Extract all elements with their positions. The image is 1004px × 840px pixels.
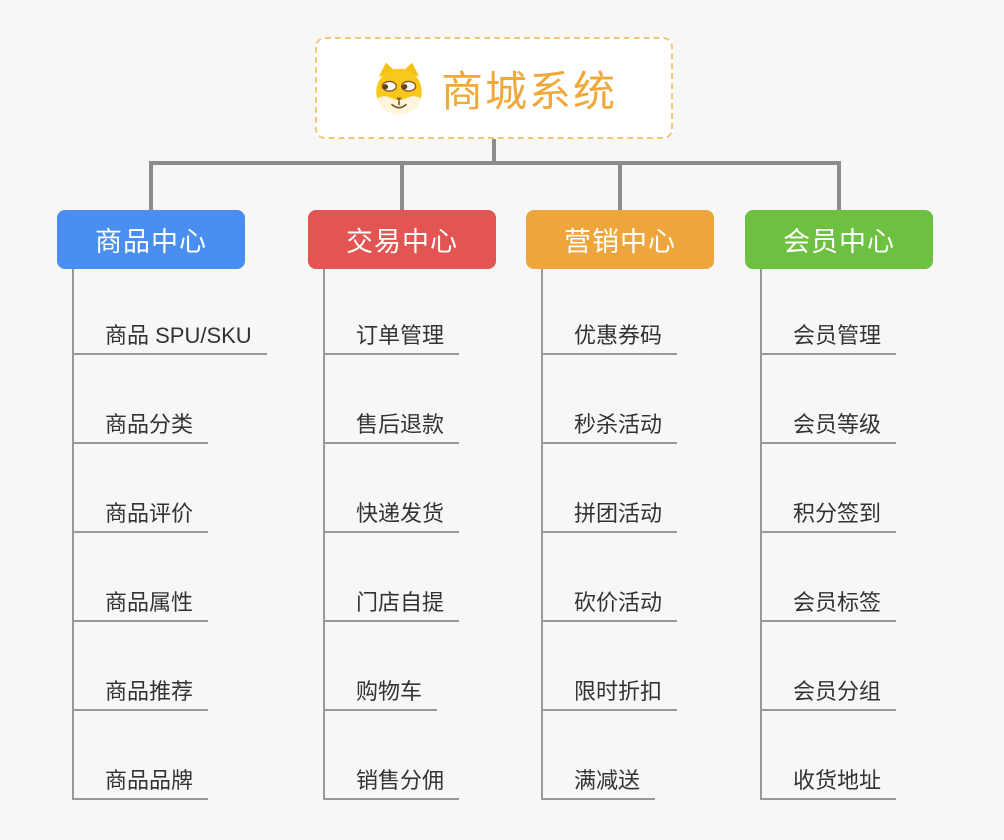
branch-node-member-center[interactable]: 会员中心 (745, 210, 933, 269)
leaf-node-order-management[interactable]: 订单管理 (323, 315, 460, 355)
branch-column-product: 商品中心 商品 SPU/SKU 商品分类 商品评价 商品属性 商品推荐 商品品牌 (57, 210, 307, 820)
root-title: 商城系统 (440, 67, 617, 115)
leaf-node-member-group[interactable]: 会员分组 (760, 671, 897, 711)
leaf-node-member-tag[interactable]: 会员标签 (760, 582, 897, 622)
leaf-node-full-reduction[interactable]: 满减送 (541, 760, 656, 800)
leaf-node-product-brand[interactable]: 商品品牌 (72, 760, 209, 800)
connector-drop-member (837, 161, 841, 210)
connector-horizontal-bar (149, 161, 841, 165)
connector-drop-marketing (618, 161, 622, 210)
leaf-node-bargain-activity[interactable]: 砍价活动 (541, 582, 678, 622)
branch-column-member: 会员中心 会员管理 会员等级 积分签到 会员标签 会员分组 收货地址 (745, 210, 995, 820)
connector-root-stub (492, 139, 496, 165)
leaf-node-shopping-cart[interactable]: 购物车 (323, 671, 438, 711)
branch-node-trade-center[interactable]: 交易中心 (308, 210, 496, 269)
branch-column-marketing: 营销中心 优惠券码 秒杀活动 拼团活动 砍价活动 限时折扣 满减送 (526, 210, 776, 820)
branch-column-trade: 交易中心 订单管理 售后退款 快递发货 门店自提 购物车 销售分佣 (308, 210, 558, 820)
branch-node-marketing-center[interactable]: 营销中心 (526, 210, 714, 269)
branch-trunk-line (323, 269, 325, 800)
connector-drop-product (149, 161, 153, 210)
leaf-node-points-checkin[interactable]: 积分签到 (760, 493, 897, 533)
leaf-node-aftersale-refund[interactable]: 售后退款 (323, 404, 460, 444)
leaf-node-product-attribute[interactable]: 商品属性 (72, 582, 209, 622)
leaf-node-member-level[interactable]: 会员等级 (760, 404, 897, 444)
root-node[interactable]: 商城系统 (315, 37, 673, 139)
leaf-node-express-delivery[interactable]: 快递发货 (323, 493, 460, 533)
leaf-node-product-category[interactable]: 商品分类 (72, 404, 209, 444)
leaf-node-coupon-code[interactable]: 优惠券码 (541, 315, 678, 355)
leaf-node-shipping-address[interactable]: 收货地址 (760, 760, 897, 800)
leaf-node-flash-sale[interactable]: 秒杀活动 (541, 404, 678, 444)
leaf-node-sales-commission[interactable]: 销售分佣 (323, 760, 460, 800)
branch-trunk-line (760, 269, 762, 800)
leaf-node-store-pickup[interactable]: 门店自提 (323, 582, 460, 622)
leaf-node-product-spu-sku[interactable]: 商品 SPU/SKU (72, 315, 267, 355)
branch-trunk-line (541, 269, 543, 800)
leaf-node-limited-time-discount[interactable]: 限时折扣 (541, 671, 678, 711)
leaf-node-group-buy[interactable]: 拼团活动 (541, 493, 678, 533)
connector-drop-trade (400, 161, 404, 210)
leaf-node-member-management[interactable]: 会员管理 (760, 315, 897, 355)
branch-node-product-center[interactable]: 商品中心 (57, 210, 245, 269)
dog-face-icon (371, 60, 427, 116)
leaf-node-product-recommend[interactable]: 商品推荐 (72, 671, 209, 711)
leaf-node-product-review[interactable]: 商品评价 (72, 493, 209, 533)
branch-trunk-line (72, 269, 74, 800)
